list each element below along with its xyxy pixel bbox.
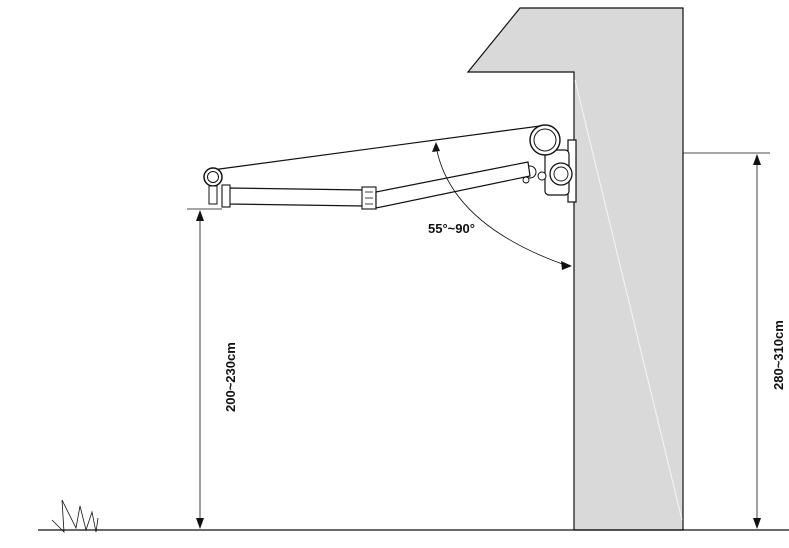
roller-tube bbox=[529, 124, 561, 156]
arm-height-label: 200~230cm bbox=[223, 342, 238, 412]
mount-height-dimension bbox=[683, 152, 770, 529]
folding-arm-outer bbox=[221, 184, 365, 208]
front-bar bbox=[203, 167, 223, 205]
canopy-fabric bbox=[211, 125, 541, 171]
mount-height-label: 280~310cm bbox=[771, 320, 786, 390]
folding-arm-inner bbox=[375, 161, 531, 209]
angle-indicator bbox=[432, 142, 572, 270]
elbow-joint bbox=[361, 186, 377, 210]
arm-height-dimension bbox=[187, 208, 222, 529]
angle-label: 55°~90° bbox=[428, 221, 475, 236]
grass-icon bbox=[51, 499, 99, 534]
wall bbox=[466, 7, 684, 531]
